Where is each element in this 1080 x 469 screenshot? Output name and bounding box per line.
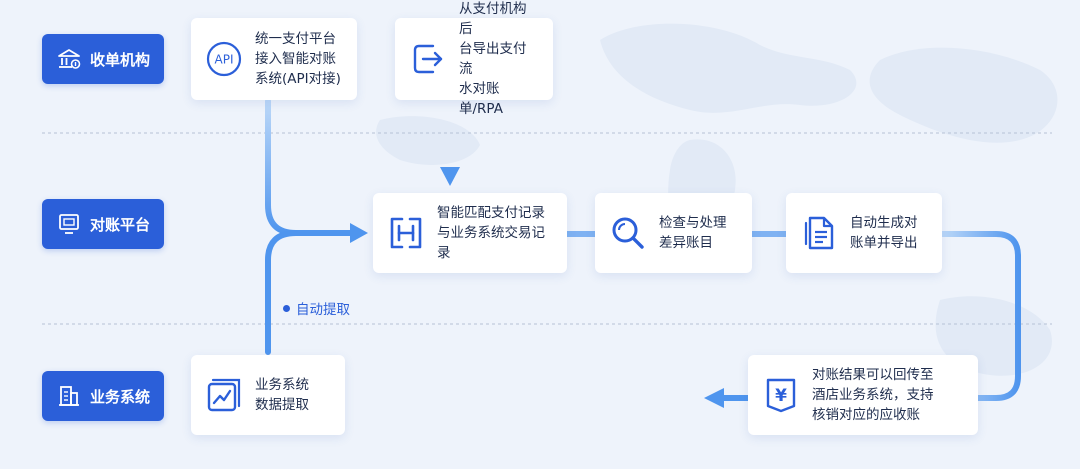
extract-to-match-connector [265, 230, 299, 355]
node-result-feedback: ¥ 对账结果可以回传至 酒店业务系统，支持 核销对应的应收账 [748, 355, 978, 435]
node-smart-match-text: 智能匹配支付记录 与业务系统交易记录 [437, 205, 545, 261]
lane-label-acquirer: 收单机构 [42, 34, 164, 84]
lane-label-acquirer-text: 收单机构 [89, 50, 150, 69]
yuan-symbol: ¥ [775, 386, 787, 406]
generate-to-feedback-connector [939, 231, 1021, 401]
node-generate-statement: 自动生成对 账单并导出 [786, 193, 942, 273]
api-to-match-connector [265, 98, 355, 236]
node-check-discrepancy: 检查与处理 差异账目 [595, 193, 752, 273]
lane-label-business: 业务系统 [42, 371, 164, 421]
lane-label-platform: 对账平台 [42, 199, 164, 249]
api-icon: API [206, 41, 242, 77]
note-dot [283, 304, 290, 312]
node-manual-export: 从支付机构后 台导出支付流 水对账单/RPA [395, 1, 553, 117]
lane-label-business-text: 业务系统 [89, 387, 150, 406]
node-api-integration: API 统一支付平台 接入智能对账 系统(API对接) [191, 18, 357, 100]
match-arrowhead-top [440, 167, 460, 186]
node-generate-statement-text: 自动生成对 账单并导出 [850, 215, 918, 251]
node-smart-match: 智能匹配支付记录 与业务系统交易记录 [373, 193, 567, 273]
node-data-extraction: 业务系统 数据提取 [191, 355, 345, 435]
match-icon [390, 217, 422, 249]
node-manual-export-text: 从支付机构后 台导出支付流 水对账单/RPA [459, 1, 527, 117]
yuan-receipt-icon: ¥ [766, 378, 796, 413]
node-data-extraction-text: 业务系统 数据提取 [255, 377, 309, 413]
node-result-feedback-text: 对账结果可以回传至 酒店业务系统，支持 核销对应的应收账 [812, 367, 934, 423]
chart-line-icon [207, 378, 241, 412]
lane-label-platform-text: 对账平台 [89, 215, 150, 234]
building-icon [58, 386, 79, 406]
bank-icon [58, 49, 81, 69]
node-check-discrepancy-text: 检查与处理 差异账目 [659, 215, 727, 251]
feedback-arrowhead [704, 388, 724, 408]
auto-extract-label: 自动提取 [296, 302, 350, 318]
node-api-integration-text: 统一支付平台 接入智能对账 系统(API对接) [255, 31, 341, 87]
auto-extract-note: 自动提取 [283, 298, 350, 318]
monitor-icon [59, 214, 79, 234]
document-icon [804, 216, 834, 250]
match-arrowhead-left [350, 223, 368, 243]
export-icon [413, 44, 443, 74]
magnifier-icon [612, 217, 644, 249]
api-icon-label: API [215, 53, 234, 67]
